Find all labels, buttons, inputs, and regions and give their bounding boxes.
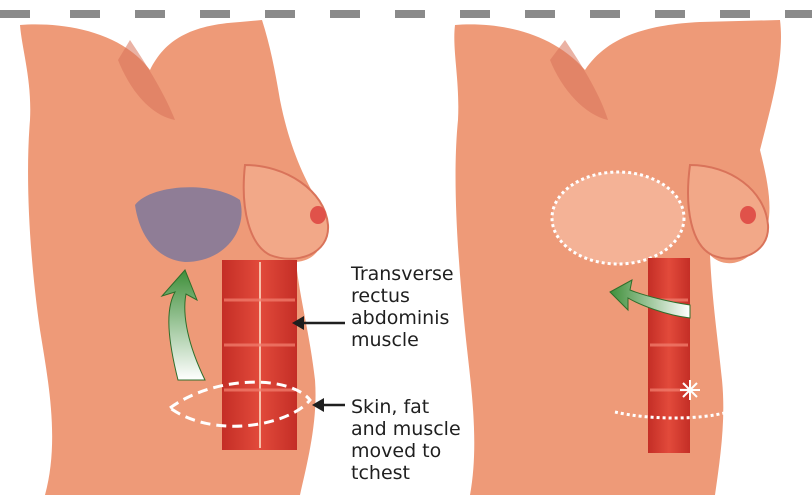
pointer-arrow-skin-icon — [312, 398, 345, 412]
label-rectus-muscle: Transverse rectus abdominis muscle — [351, 263, 481, 351]
nipple-after — [740, 206, 756, 224]
reconstructed-breast — [552, 172, 684, 264]
torso-before — [20, 20, 328, 495]
torso-after — [454, 20, 781, 495]
nipple-before — [310, 206, 326, 224]
top-dash-bar — [0, 10, 812, 18]
label-skin-fat-muscle: Skin, fat and muscle moved to tchest — [351, 396, 481, 484]
navel-icon — [680, 380, 700, 400]
rectus-muscle-after — [648, 258, 690, 453]
